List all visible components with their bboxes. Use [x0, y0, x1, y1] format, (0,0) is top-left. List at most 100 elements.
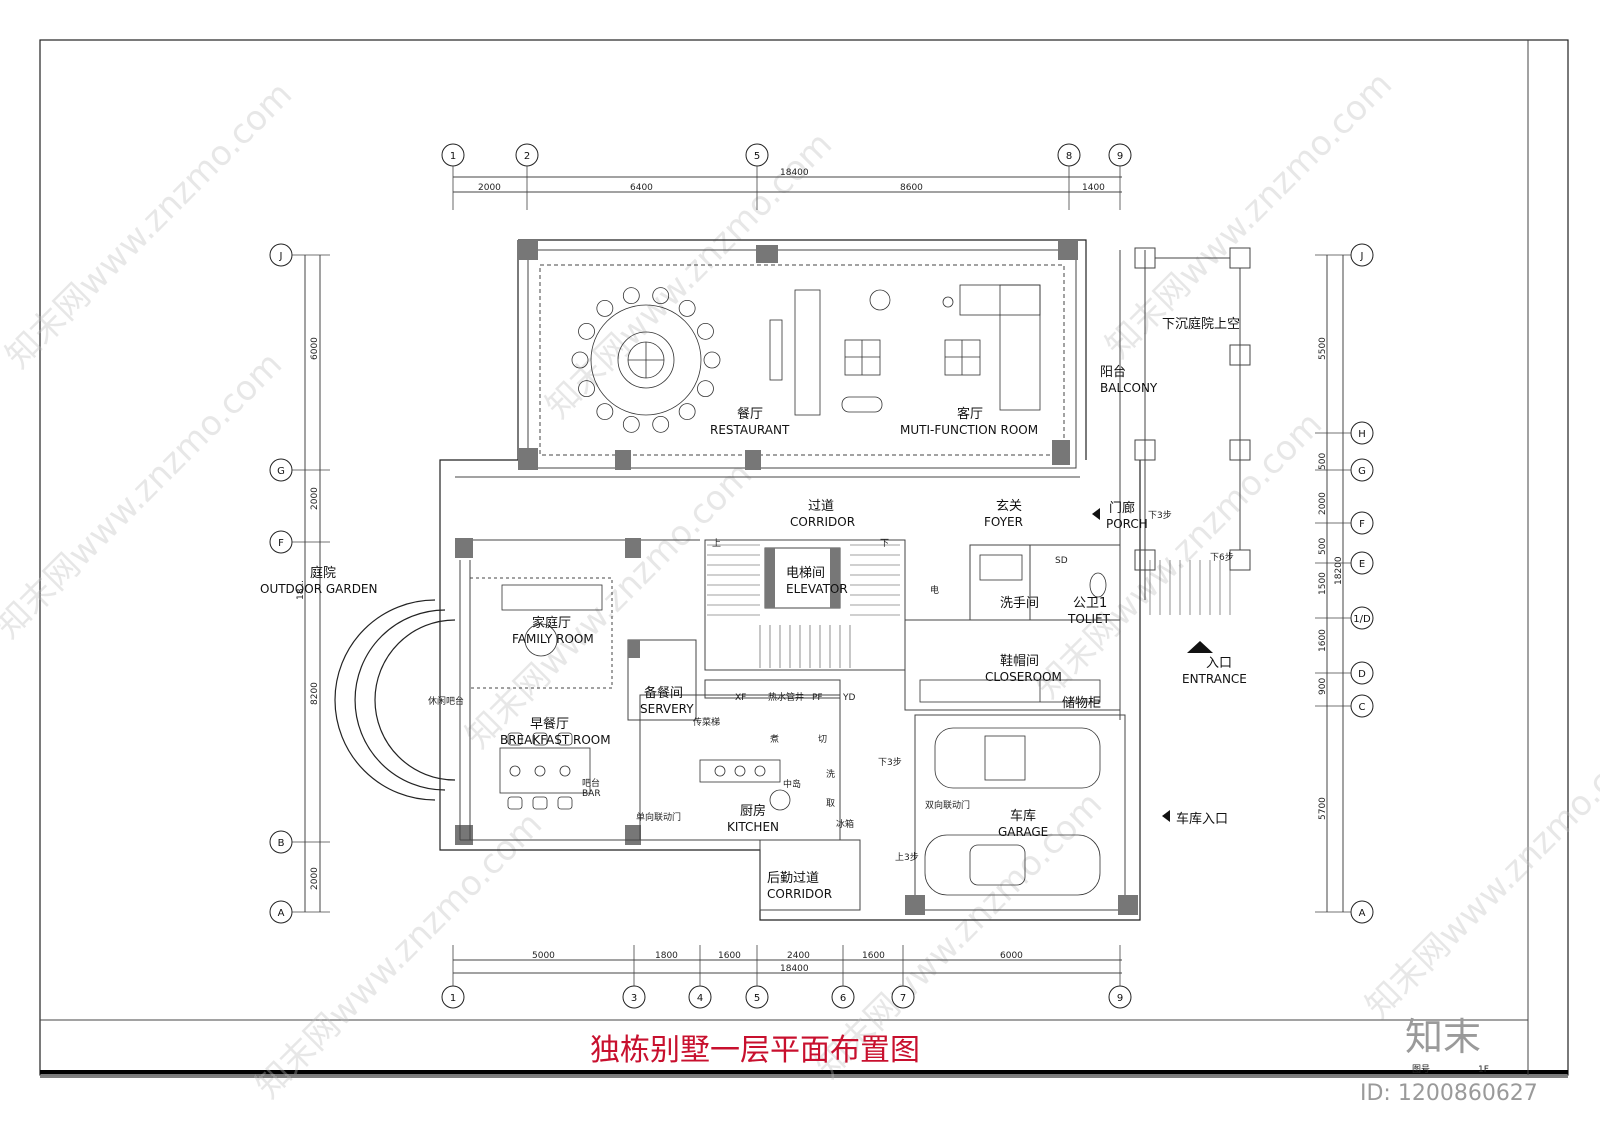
right-dim-seg: 500: [1318, 453, 1328, 470]
room-label-elevator-en: ELEVATOR: [786, 582, 848, 596]
watermark: 知末网www.znzmo.com: [1098, 64, 1400, 366]
room-label-restaurant-en: RESTAURANT: [710, 423, 790, 437]
axis-bubble-right-label: 1/D: [1353, 614, 1371, 625]
drawing-title: 独栋别墅一层平面布置图: [590, 1033, 920, 1068]
brand-logo: 知末: [1405, 1015, 1481, 1059]
axis-bubble-right-label: E: [1359, 559, 1365, 570]
room-label-sunken: 下沉庭院上空: [1162, 316, 1240, 332]
room-labels: 餐厅 RESTAURANT 客厅 MUTI-FUNCTION ROOM 阳台 B…: [260, 316, 1247, 901]
right-dim-seg: 900: [1318, 678, 1328, 695]
axis-bubble-left-label: B: [278, 838, 285, 849]
breakfast-chair: [507, 796, 523, 810]
axis-bubble-right: E: [1350, 551, 1374, 575]
note-up3: 上3步: [895, 852, 919, 863]
bottom-dim-seg: 1600: [718, 951, 741, 961]
axis-bubble-top: 9: [1108, 143, 1132, 167]
axis-bubble-right-label: D: [1358, 669, 1366, 680]
axis-bubble-left: A: [269, 900, 293, 924]
room-label-entrance-en: ENTRANCE: [1182, 672, 1247, 686]
note-cook: 煮: [770, 734, 779, 745]
room-label-balcony-cn: 阳台: [1100, 365, 1126, 380]
bottom-dim-seg: 1800: [655, 951, 678, 961]
room-label-back-corridor-cn: 后勤过道: [767, 871, 819, 886]
dining-table: [590, 304, 702, 416]
room-label-garage-en: GARAGE: [998, 825, 1048, 839]
axis-bubble-right-label: A: [1359, 908, 1366, 919]
left-total-dim: 18...: [296, 580, 306, 600]
room-label-corridor-cn: 过道: [808, 499, 834, 514]
left-dim-seg: 2000: [310, 867, 320, 890]
axis-bubble-top-label: 2: [524, 151, 530, 162]
coffee-table: [844, 339, 881, 376]
room-label-wash: 洗手间: [1000, 596, 1039, 611]
note-down6: 下6步: [1210, 552, 1234, 563]
bottom-dim-seg: 5000: [532, 951, 555, 961]
top-dim-seg: 8600: [900, 183, 923, 193]
room-label-family-cn: 家庭厅: [532, 615, 571, 631]
room-label-porch-en: PORCH: [1106, 517, 1148, 531]
image-id: ID: 1200860627: [1360, 1081, 1538, 1106]
room-label-garden-cn: 庭院: [310, 565, 336, 581]
note-elec: 电: [930, 584, 939, 596]
axis-bubble-bottom: 4: [688, 985, 712, 1009]
bottom-total-dim: 18400: [780, 964, 809, 974]
axis-bubble-bottom-label: 1: [450, 993, 456, 1004]
bottom-dim-seg: 6000: [1000, 951, 1023, 961]
sheet-border: [39, 39, 1569, 1076]
place-setting: [509, 765, 521, 777]
room-label-garage-cn: 车库: [1010, 808, 1036, 824]
note-up: 上: [712, 538, 721, 549]
axis-bubble-right-label: H: [1358, 429, 1366, 440]
watermark: 知末网www.znzmo.com: [1358, 724, 1600, 1026]
axis-bubble-right: A: [1350, 900, 1374, 924]
axis-bubble-top-label: 9: [1117, 151, 1123, 162]
right-dim-seg: 2000: [1318, 492, 1328, 515]
dining-chair: [578, 380, 595, 398]
dining-chair: [571, 351, 589, 369]
place-setting: [534, 765, 546, 777]
axis-bubble-right: 1/D: [1350, 606, 1374, 630]
room-label-elevator-cn: 电梯间: [786, 566, 825, 581]
dining-chair: [652, 415, 670, 433]
axis-bubble-left: B: [269, 830, 293, 854]
note-bar-en: BAR: [582, 789, 601, 799]
axis-bubble-right: C: [1350, 694, 1374, 718]
left-dim-seg: 6000: [310, 337, 320, 360]
axis-bubble-bottom-label: 4: [697, 993, 703, 1004]
room-label-toilet-cn: 公卫1: [1073, 596, 1107, 611]
room-label-foyer-en: FOYER: [984, 515, 1023, 529]
watermark: 知末网www.znzmo.com: [1028, 404, 1330, 706]
right-total-dim: 18200: [1334, 556, 1344, 585]
room-label-kitchen-cn: 厨房: [740, 803, 766, 819]
axis-bubble-left-label: J: [279, 251, 283, 262]
axis-bubble-top: 2: [515, 143, 539, 167]
right-dim-seg: 5500: [1318, 337, 1328, 360]
room-label-living-cn: 客厅: [957, 406, 983, 422]
sheet-label: 图号: [1412, 1064, 1430, 1075]
watermark: 知末网www.znzmo.com: [0, 344, 290, 646]
room-label-garden-en: OUTDOOR GARDEN: [260, 582, 378, 596]
dining-chair: [703, 351, 721, 369]
axis-bubble-left: G: [269, 458, 293, 482]
room-label-storage: 储物柜: [1062, 696, 1101, 711]
note-down3-b: 下3步: [878, 757, 902, 768]
dining-chair: [652, 287, 670, 305]
note-cut: 切: [818, 734, 827, 745]
note-sd: SD: [1055, 556, 1068, 566]
porch-arrow-icon: [1092, 508, 1100, 520]
axis-bubble-top-label: 5: [754, 151, 760, 162]
axis-bubble-bottom-label: 3: [631, 993, 637, 1004]
bottom-dim-seg: 2400: [787, 951, 810, 961]
top-dim-seg: 6400: [630, 183, 653, 193]
axis-bubble-left-label: F: [278, 538, 284, 549]
axis-bubble-top: 8: [1057, 143, 1081, 167]
room-label-breakfast-cn: 早餐厅: [530, 716, 569, 732]
sofa: [794, 289, 821, 416]
dining-chair: [622, 287, 640, 305]
room-label-closeroom-en: CLOSEROOM: [985, 670, 1062, 684]
dining-chair: [578, 322, 595, 340]
dining-chair: [596, 299, 614, 317]
